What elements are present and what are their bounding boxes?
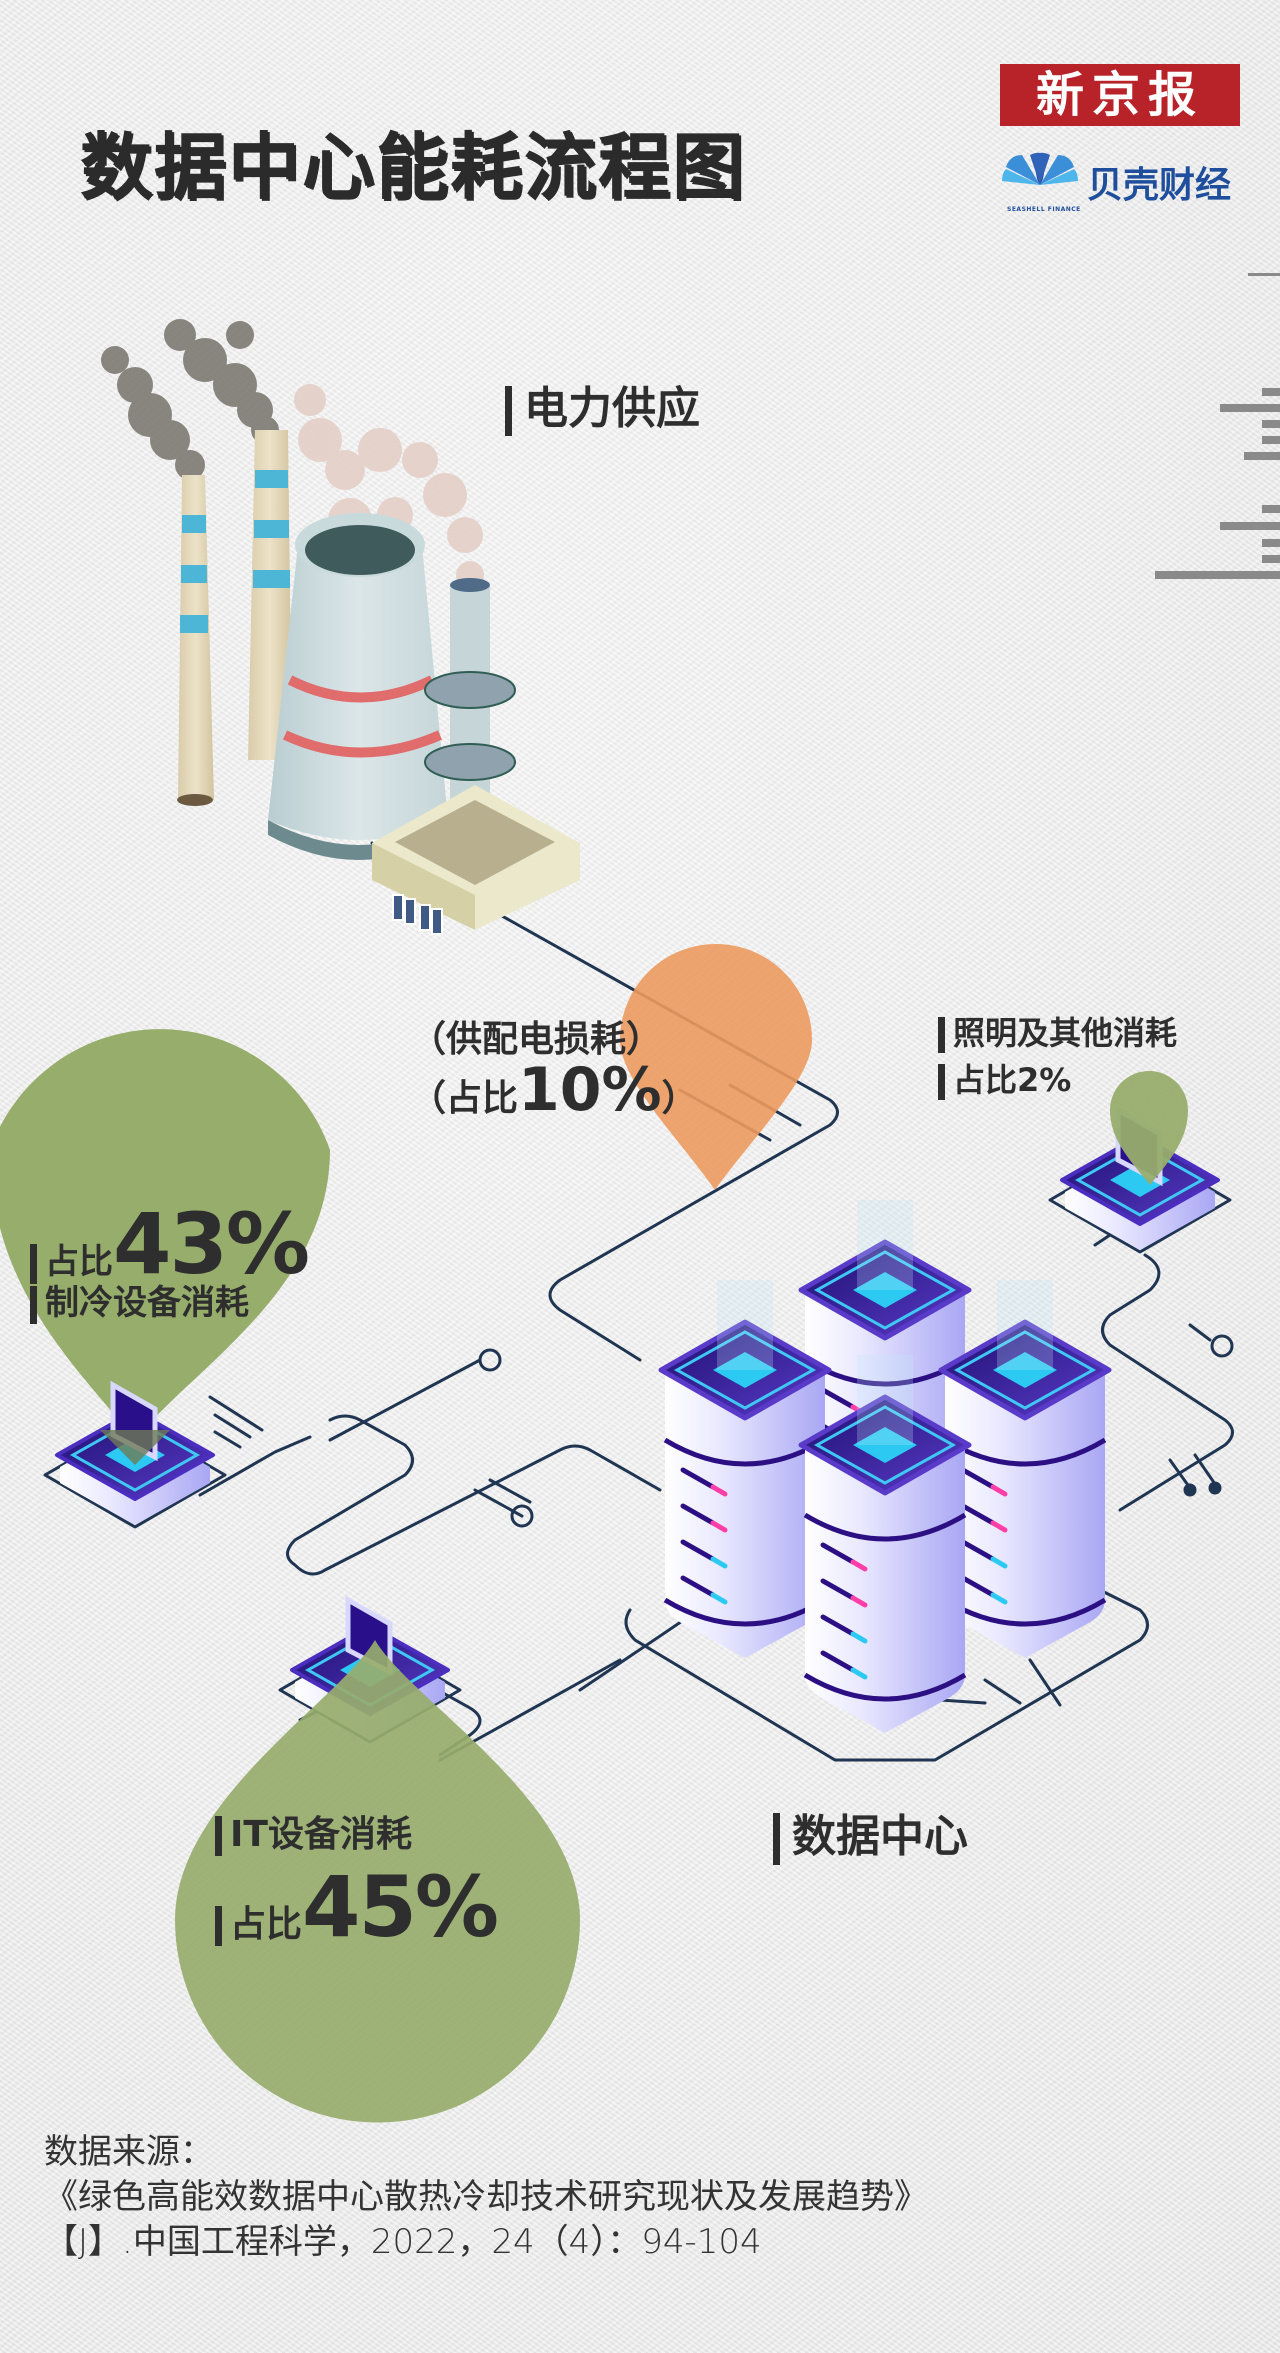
cooling-share: 占比43% (30, 1195, 310, 1293)
label-bar (938, 1064, 945, 1100)
data-source: 数据来源： 《绿色高能效数据中心散热冷却技术研究现状及发展趋势》 【J】.中国工… (44, 2130, 928, 2265)
label-bar (30, 1243, 37, 1284)
bubble-cooling (0, 1029, 330, 1440)
it-equipment-value: 45% (302, 1858, 499, 1956)
beike-finance-logo: 贝壳财经 SEASHELL FINANCE (1005, 150, 1245, 220)
power-plant (101, 319, 580, 935)
lighting-label: 照明及其他消耗 (938, 1008, 1177, 1054)
bubble-distribution-loss (620, 944, 812, 1190)
source-line-1: 《绿色高能效数据中心散热冷却技术研究现状及发展趋势》 (44, 2177, 928, 2217)
label-bar (505, 386, 512, 436)
it-equipment-share: 占比45% (215, 1858, 499, 1956)
distribution-loss-label: （供配电损耗） (410, 1019, 663, 1060)
distribution-loss-share: （占比10%） (410, 1055, 698, 1125)
beike-finance-subtext: SEASHELL FINANCE (1007, 206, 1081, 213)
bjnews-logo: 新京报 (1000, 64, 1240, 126)
power-supply-label: 电力供应 (505, 372, 700, 436)
page-title: 数据中心能耗流程图 (80, 125, 747, 209)
label-bar (30, 1285, 37, 1324)
cooling-value: 43% (113, 1195, 310, 1293)
data-center-servers (661, 1200, 1109, 1733)
source-heading: 数据来源： (44, 2132, 214, 2172)
label-bar (938, 1017, 945, 1053)
cooling-label: 制冷设备消耗 (30, 1275, 249, 1324)
beike-finance-text: 贝壳财经 (1087, 165, 1232, 206)
distribution-loss-value: 10% (518, 1055, 662, 1125)
it-equipment-label: IT设备消耗 (215, 1805, 412, 1857)
decor-dashes (1155, 273, 1280, 579)
lighting-share: 占比2% (938, 1055, 1071, 1101)
label-bar (773, 1813, 780, 1865)
bubble-it-equipment (175, 1640, 580, 2123)
source-line-2: 【J】.中国工程科学，2022，24（4）：94-104 (44, 2222, 762, 2262)
label-bar (215, 1816, 222, 1856)
seashell-logo-icon (1002, 152, 1078, 185)
label-bar (215, 1906, 222, 1946)
data-center-label: 数据中心 (773, 1800, 968, 1865)
bubble-lighting (1110, 1071, 1188, 1185)
